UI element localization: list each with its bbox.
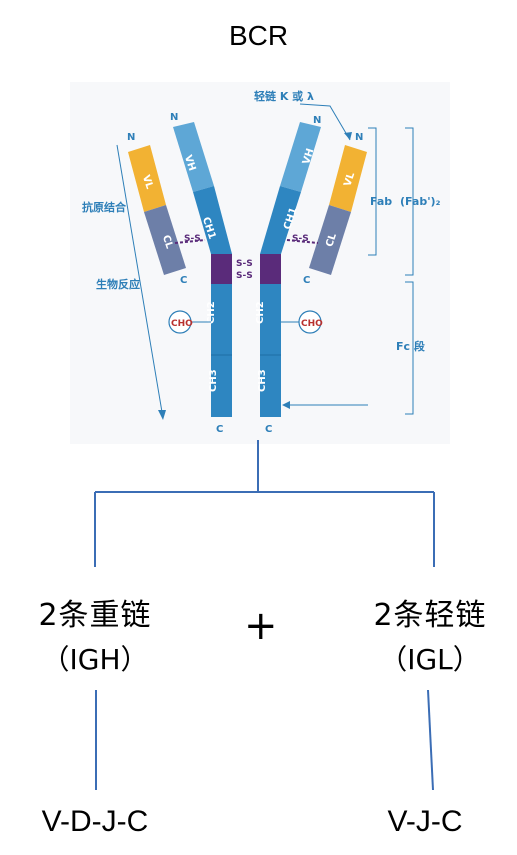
right-vl-domain — [329, 145, 367, 212]
c-label-right-light: C — [303, 275, 310, 286]
heavy-chain-gene-label: （IGH） — [41, 643, 149, 676]
c-label-left-heavy: C — [216, 424, 223, 435]
light-chain-count-label: 2条轻链 — [373, 598, 487, 633]
heavy-gene-segments: V-D-J-C — [41, 805, 149, 838]
fc-label: Fc 段 — [396, 339, 425, 353]
light-segment-connector — [427, 689, 434, 791]
right-cho-label: CHO — [301, 319, 323, 329]
n-label-left-heavy: N — [170, 112, 178, 123]
hinge-disulfide-lower: S-S — [236, 271, 253, 281]
heavy-chain-count-label: 2条重链 — [38, 598, 152, 633]
left-cho-label: CHO — [171, 319, 193, 329]
right-ch1-domain — [260, 186, 301, 254]
left-vl-domain — [128, 145, 166, 212]
hinge-disulfide-upper: S-S — [236, 259, 253, 269]
light-chain-label: 轻链 K 或 λ — [254, 89, 314, 103]
left-cho-circle — [168, 310, 192, 334]
right-hinge — [260, 254, 281, 284]
page-title: BCR — [228, 20, 289, 51]
c-label-right-heavy: C — [265, 424, 272, 435]
fab2-label: (Fab')₂ — [400, 195, 441, 208]
right-vh-domain — [280, 122, 321, 192]
right-ch3-domain — [260, 355, 281, 417]
left-arm-disulfide: S-S — [184, 234, 201, 244]
left-vh-label: VH — [182, 154, 197, 173]
light-gene-segments: V-J-C — [387, 805, 463, 838]
right-ch2-label: CH2 — [255, 301, 266, 324]
bio-reaction-label: 生物反应 — [96, 277, 140, 291]
right-ch3-label: CH3 — [257, 369, 268, 392]
right-cho-circle — [298, 310, 322, 334]
left-cl-label: CL — [160, 234, 175, 251]
n-label-right-heavy: N — [313, 115, 321, 126]
left-ch2-label: CH2 — [206, 301, 217, 324]
left-ch3-label: CH3 — [208, 369, 219, 392]
plus-sign: + — [244, 603, 278, 649]
n-label-left-light: N — [127, 132, 135, 143]
right-cl-domain — [309, 205, 351, 275]
right-vh-label: VH — [301, 147, 316, 166]
light-chain-gene-label: （IGL） — [379, 643, 481, 676]
left-ch3-domain — [211, 355, 232, 417]
left-ch2-domain — [211, 282, 232, 355]
left-vl-label: VL — [140, 174, 155, 191]
fab-label: Fab — [370, 195, 392, 208]
antigen-binding-label: 抗原结合 — [82, 200, 127, 214]
left-hinge — [211, 254, 232, 284]
left-ch1-domain — [193, 186, 232, 254]
left-cl-domain — [144, 205, 186, 275]
c-label-left-light: C — [180, 275, 187, 286]
left-vh-domain — [173, 122, 214, 192]
right-cl-label: CL — [324, 231, 339, 248]
right-ch2-domain — [260, 282, 281, 355]
right-arm-disulfide: S-S — [292, 234, 309, 244]
right-vl-label: VL — [342, 170, 357, 187]
n-label-right-light: N — [355, 132, 363, 143]
